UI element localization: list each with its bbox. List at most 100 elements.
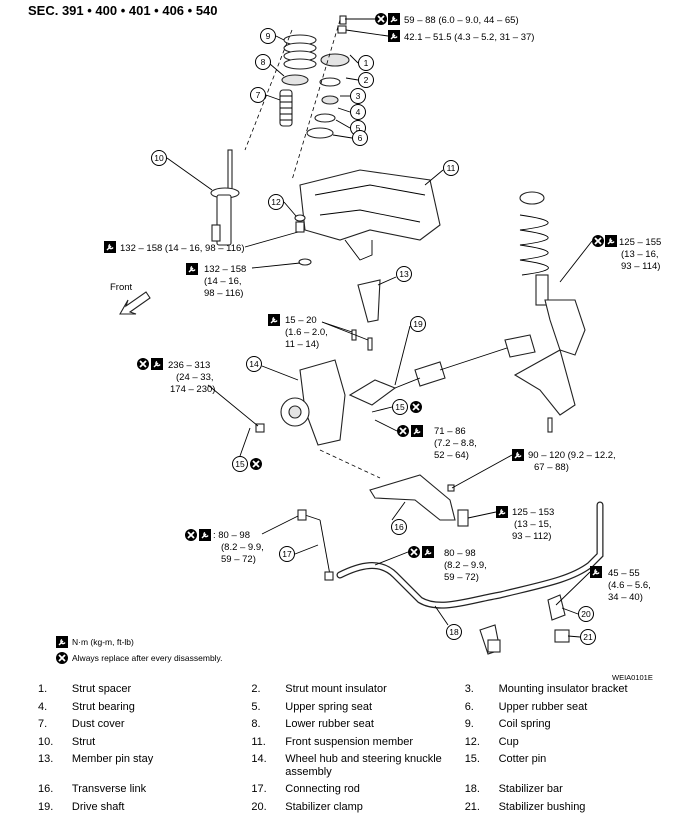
torque-spec-13-line3: 34 – 40) bbox=[608, 592, 643, 603]
torque-spec-12-line2: (8.2 – 9.9, bbox=[444, 560, 487, 571]
torque-spec-13-line2: (4.6 – 5.6, bbox=[608, 580, 651, 591]
torque-spec-2: 42.1 – 51.5 (4.3 – 5.2, 31 – 37) bbox=[404, 32, 534, 43]
strut-illustration bbox=[210, 149, 240, 246]
torque-spec-5-line1: 125 – 155 bbox=[619, 237, 661, 248]
torque-spec-10-line3: 93 – 112) bbox=[512, 531, 551, 542]
stabilizer-clamp-illustration bbox=[479, 594, 570, 655]
svg-text:6: 6 bbox=[358, 133, 363, 143]
section-header: SEC. 391 • 400 • 401 • 406 • 540 bbox=[28, 3, 218, 18]
torque-spec-12-line1: 80 – 98 bbox=[444, 548, 476, 559]
table-row: 10.Strut 11.Front suspension member 12.C… bbox=[38, 735, 519, 748]
torque-spec-3: 132 – 158 (14 – 16, 98 – 116) bbox=[120, 243, 244, 254]
callout-19: 19 bbox=[394, 316, 426, 386]
torque-spec-11-line3: 59 – 72) bbox=[221, 554, 256, 565]
callout-11: 11 bbox=[424, 160, 459, 186]
torque-spec-11-line2: (8.2 – 9.9, bbox=[221, 542, 264, 553]
torque-spec-6-line1: 15 – 20 bbox=[285, 315, 317, 326]
svg-text:21: 21 bbox=[583, 632, 593, 642]
lower-rubber-seat-illustration bbox=[281, 74, 309, 86]
torque-spec-11-line1: : 80 – 98 bbox=[213, 530, 250, 541]
torque-spec-4-line2: (14 – 16, bbox=[204, 276, 242, 287]
torque-spec-1: 59 – 88 (6.0 – 9.0, 44 – 65) bbox=[404, 15, 519, 26]
torque-spec-4-line3: 98 – 116) bbox=[204, 288, 243, 299]
right-lower-arm-illustration bbox=[513, 349, 576, 416]
table-row: 7.Dust cover 8.Lower rubber seat 9.Coil … bbox=[38, 718, 551, 730]
callout-4: 4 bbox=[337, 104, 366, 120]
svg-text:11: 11 bbox=[447, 163, 456, 173]
svg-text:19: 19 bbox=[413, 319, 423, 329]
torque-spec-6-line3: 11 – 14) bbox=[285, 339, 319, 350]
callout-21: 21 bbox=[567, 629, 596, 645]
callout-13: 13 bbox=[377, 266, 412, 286]
connecting-rod-illustration bbox=[297, 509, 334, 581]
symbol-legend: N·m (kg-m, ft-lb) Always replace after e… bbox=[55, 635, 223, 665]
svg-text:8: 8 bbox=[261, 57, 266, 67]
callout-10: 10 bbox=[151, 150, 213, 191]
callout-8: 8 bbox=[255, 54, 285, 77]
svg-text:15: 15 bbox=[235, 459, 245, 469]
torque-spec-8-line3: 52 – 64) bbox=[434, 450, 469, 461]
knuckle-illustration bbox=[255, 359, 346, 446]
svg-text:14: 14 bbox=[249, 359, 259, 369]
callout-18: 18 bbox=[434, 605, 462, 640]
svg-text:2: 2 bbox=[364, 75, 369, 85]
coil-spring-illustration bbox=[283, 34, 317, 70]
svg-text:17: 17 bbox=[282, 549, 292, 559]
svg-text:13: 13 bbox=[399, 269, 409, 279]
table-row: 4.Strut bearing 5.Upper spring seat 6.Up… bbox=[38, 700, 588, 713]
svg-text:7: 7 bbox=[256, 90, 261, 100]
svg-text:5: 5 bbox=[356, 123, 361, 133]
torque-symbol-legend: N·m (kg-m, ft-lb) bbox=[72, 637, 134, 647]
torque-spec-7-line2: (24 – 33, bbox=[176, 372, 214, 383]
torque-spec-8-line2: (7.2 – 8.8, bbox=[434, 438, 477, 449]
torque-spec-7-line1: 236 – 313 bbox=[168, 360, 210, 371]
callout-12: 12 bbox=[268, 194, 297, 217]
callout-6: 6 bbox=[332, 130, 368, 146]
svg-text:20: 20 bbox=[581, 609, 591, 619]
exploded-suspension-diagram: SEC. 391 • 400 • 401 • 406 • 540 bbox=[28, 3, 661, 682]
torque-spec-9-line2: 67 – 88) bbox=[534, 462, 569, 473]
svg-text:16: 16 bbox=[394, 522, 404, 532]
parts-legend-table: 1.Strut spacer 2.Strut mount insulator 3… bbox=[28, 683, 668, 818]
drive-shaft-illustration bbox=[348, 334, 536, 406]
callout-20: 20 bbox=[561, 606, 594, 622]
callout-15b: 15 bbox=[232, 427, 263, 472]
callout-16: 16 bbox=[391, 501, 407, 535]
transverse-link-illustration bbox=[369, 474, 469, 527]
torque-spec-9-line1: 90 – 120 (9.2 – 12.2, bbox=[528, 450, 616, 461]
strut-exploded-group bbox=[210, 15, 350, 246]
callout-5: 5 bbox=[335, 119, 366, 136]
table-row: 13.Member pin stay 14.Wheel hub and stee… bbox=[38, 753, 547, 778]
dust-cover-illustration bbox=[279, 89, 293, 127]
torque-spec-7-line3: 174 – 230) bbox=[170, 384, 215, 395]
front-label: Front bbox=[110, 282, 133, 293]
svg-text:9: 9 bbox=[266, 31, 271, 41]
torque-spec-4-line1: 132 – 158 bbox=[204, 264, 246, 275]
torque-spec-12-line3: 59 – 72) bbox=[444, 572, 479, 583]
torque-spec-10-line2: (13 – 15, bbox=[514, 519, 552, 530]
table-row: 16.Transverse link 17.Connecting rod 18.… bbox=[38, 783, 563, 795]
callout-14: 14 bbox=[246, 356, 299, 381]
svg-text:4: 4 bbox=[356, 107, 361, 117]
svg-text:1: 1 bbox=[364, 58, 369, 68]
front-direction-arrow: Front bbox=[110, 282, 151, 315]
callout-2: 2 bbox=[345, 72, 374, 88]
callout-1: 1 bbox=[349, 54, 374, 71]
bolt-illustration bbox=[547, 417, 553, 433]
svg-text:10: 10 bbox=[154, 153, 164, 163]
callout-9: 9 bbox=[260, 28, 285, 44]
callout-3: 3 bbox=[340, 88, 366, 104]
table-row: 19.Drive shaft 20.Stabilizer clamp 21.St… bbox=[38, 800, 586, 813]
figure-code: WEIA0101E bbox=[612, 673, 653, 682]
table-row: 1.Strut spacer 2.Strut mount insulator 3… bbox=[38, 683, 628, 695]
torque-spec-6-line2: (1.6 – 2.0, bbox=[285, 327, 328, 338]
torque-spec-5-line2: (13 – 16, bbox=[621, 249, 659, 260]
strut-mount-stack-illustration bbox=[306, 15, 350, 139]
svg-text:18: 18 bbox=[449, 627, 459, 637]
callout-17: 17 bbox=[279, 544, 319, 562]
svg-text:15: 15 bbox=[395, 402, 405, 412]
cup-illustration bbox=[294, 214, 312, 266]
torque-spec-10-line1: 125 – 153 bbox=[512, 507, 554, 518]
svg-text:3: 3 bbox=[356, 91, 361, 101]
torque-spec-13-line1: 45 – 55 bbox=[608, 568, 640, 579]
